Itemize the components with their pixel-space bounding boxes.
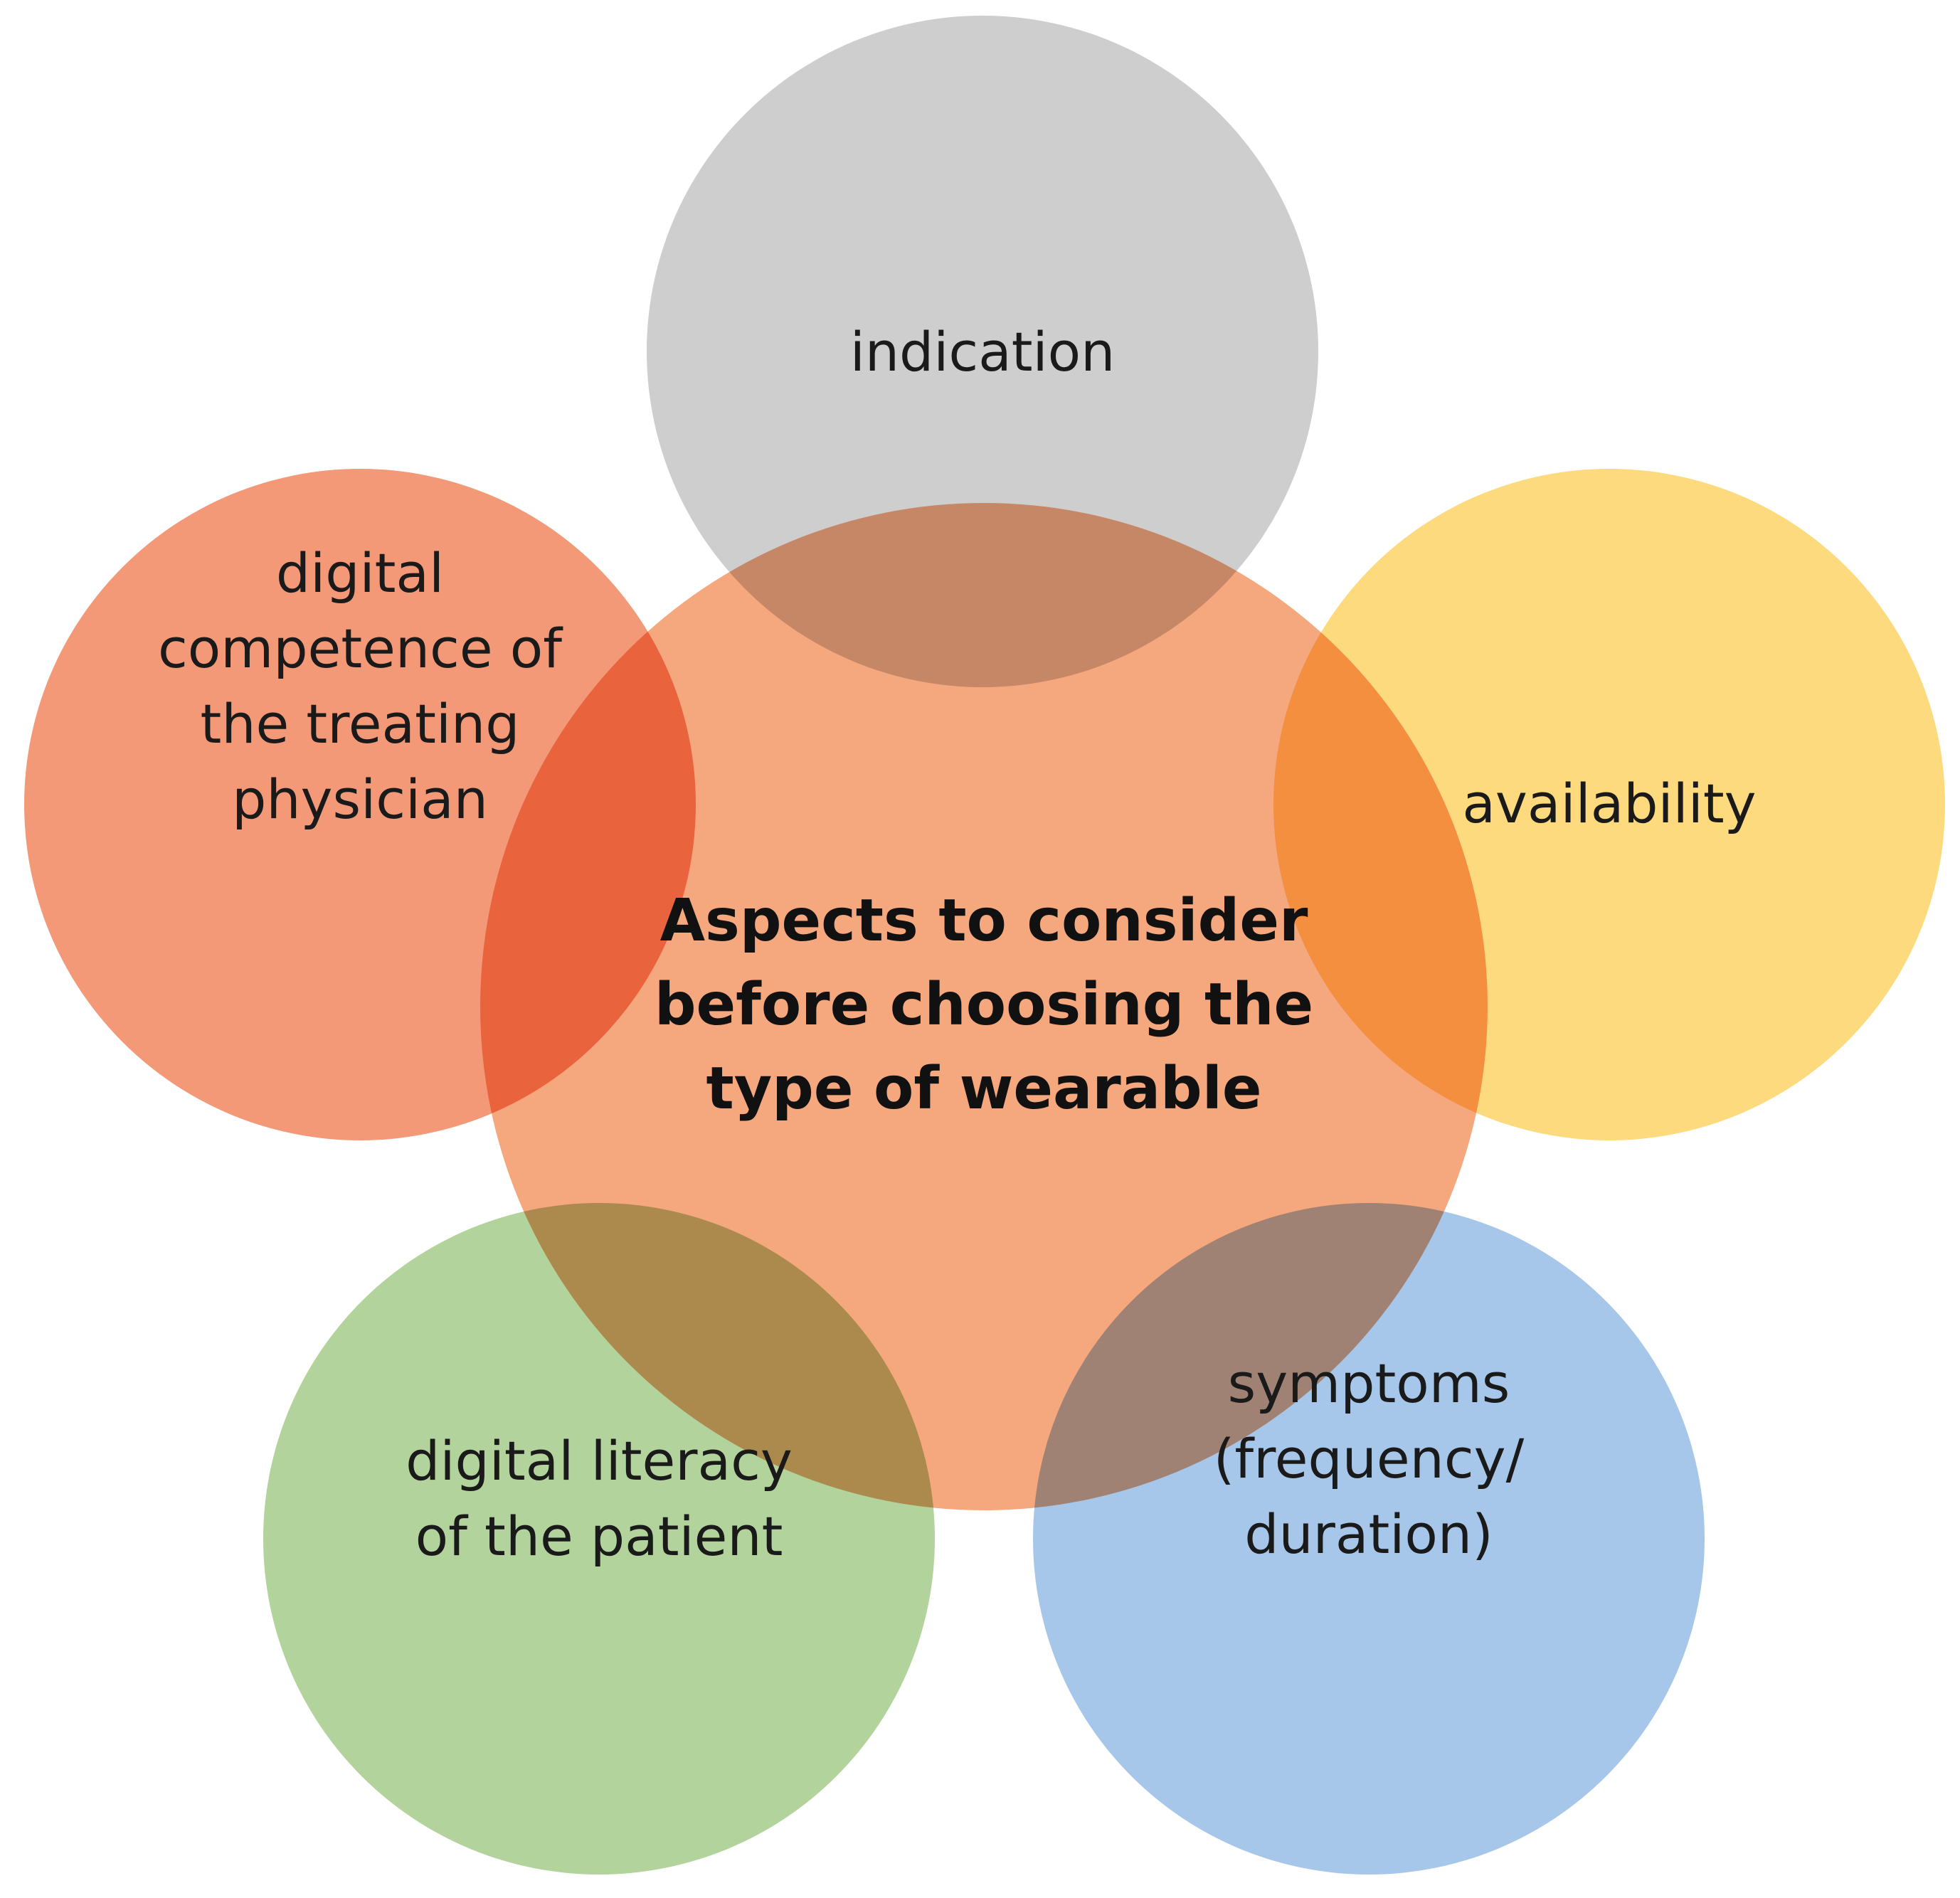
center-label-line: Aspects to consider	[660, 887, 1308, 955]
indication-label: indication	[850, 320, 1116, 383]
availability-circle	[1273, 469, 1945, 1140]
digital-competence-label-line: competence of	[158, 617, 563, 680]
symptoms-label-line: symptoms	[1228, 1352, 1510, 1415]
circles-layer	[24, 16, 1945, 1875]
digital-literacy-label-line: of the patient	[415, 1505, 783, 1568]
symptoms-label: symptoms (frequency/duration)	[1214, 1352, 1525, 1566]
digital-competence-circle	[24, 469, 696, 1140]
digital-literacy-label: digital literacy of the patient	[406, 1429, 793, 1568]
digital-literacy-label-line: digital literacy	[406, 1429, 793, 1493]
availability-label-line: availability	[1462, 772, 1756, 835]
digital-literacy-circle	[263, 1203, 935, 1875]
digital-competence-label-line: the treating	[201, 692, 520, 756]
center-label-line: before choosing the	[655, 971, 1313, 1039]
indication-label-line: indication	[850, 320, 1116, 383]
center-label-line: type of wearable	[706, 1055, 1262, 1123]
symptoms-label-line: (frequency/	[1214, 1427, 1525, 1490]
labels-layer: Aspects to consider before choosing the ty…	[158, 320, 1757, 1568]
symptoms-label-line: duration)	[1244, 1502, 1493, 1566]
digital-competence-label-line: physician	[232, 768, 488, 831]
digital-competence-label: digital competence of the treating physicia…	[158, 541, 563, 831]
availability-label: availability	[1462, 772, 1756, 835]
digital-competence-label-line: digital	[276, 541, 444, 605]
symptoms-circle	[1033, 1203, 1705, 1875]
center-label: Aspects to consider before choosing the ty…	[655, 887, 1313, 1123]
indication-circle	[647, 16, 1318, 687]
